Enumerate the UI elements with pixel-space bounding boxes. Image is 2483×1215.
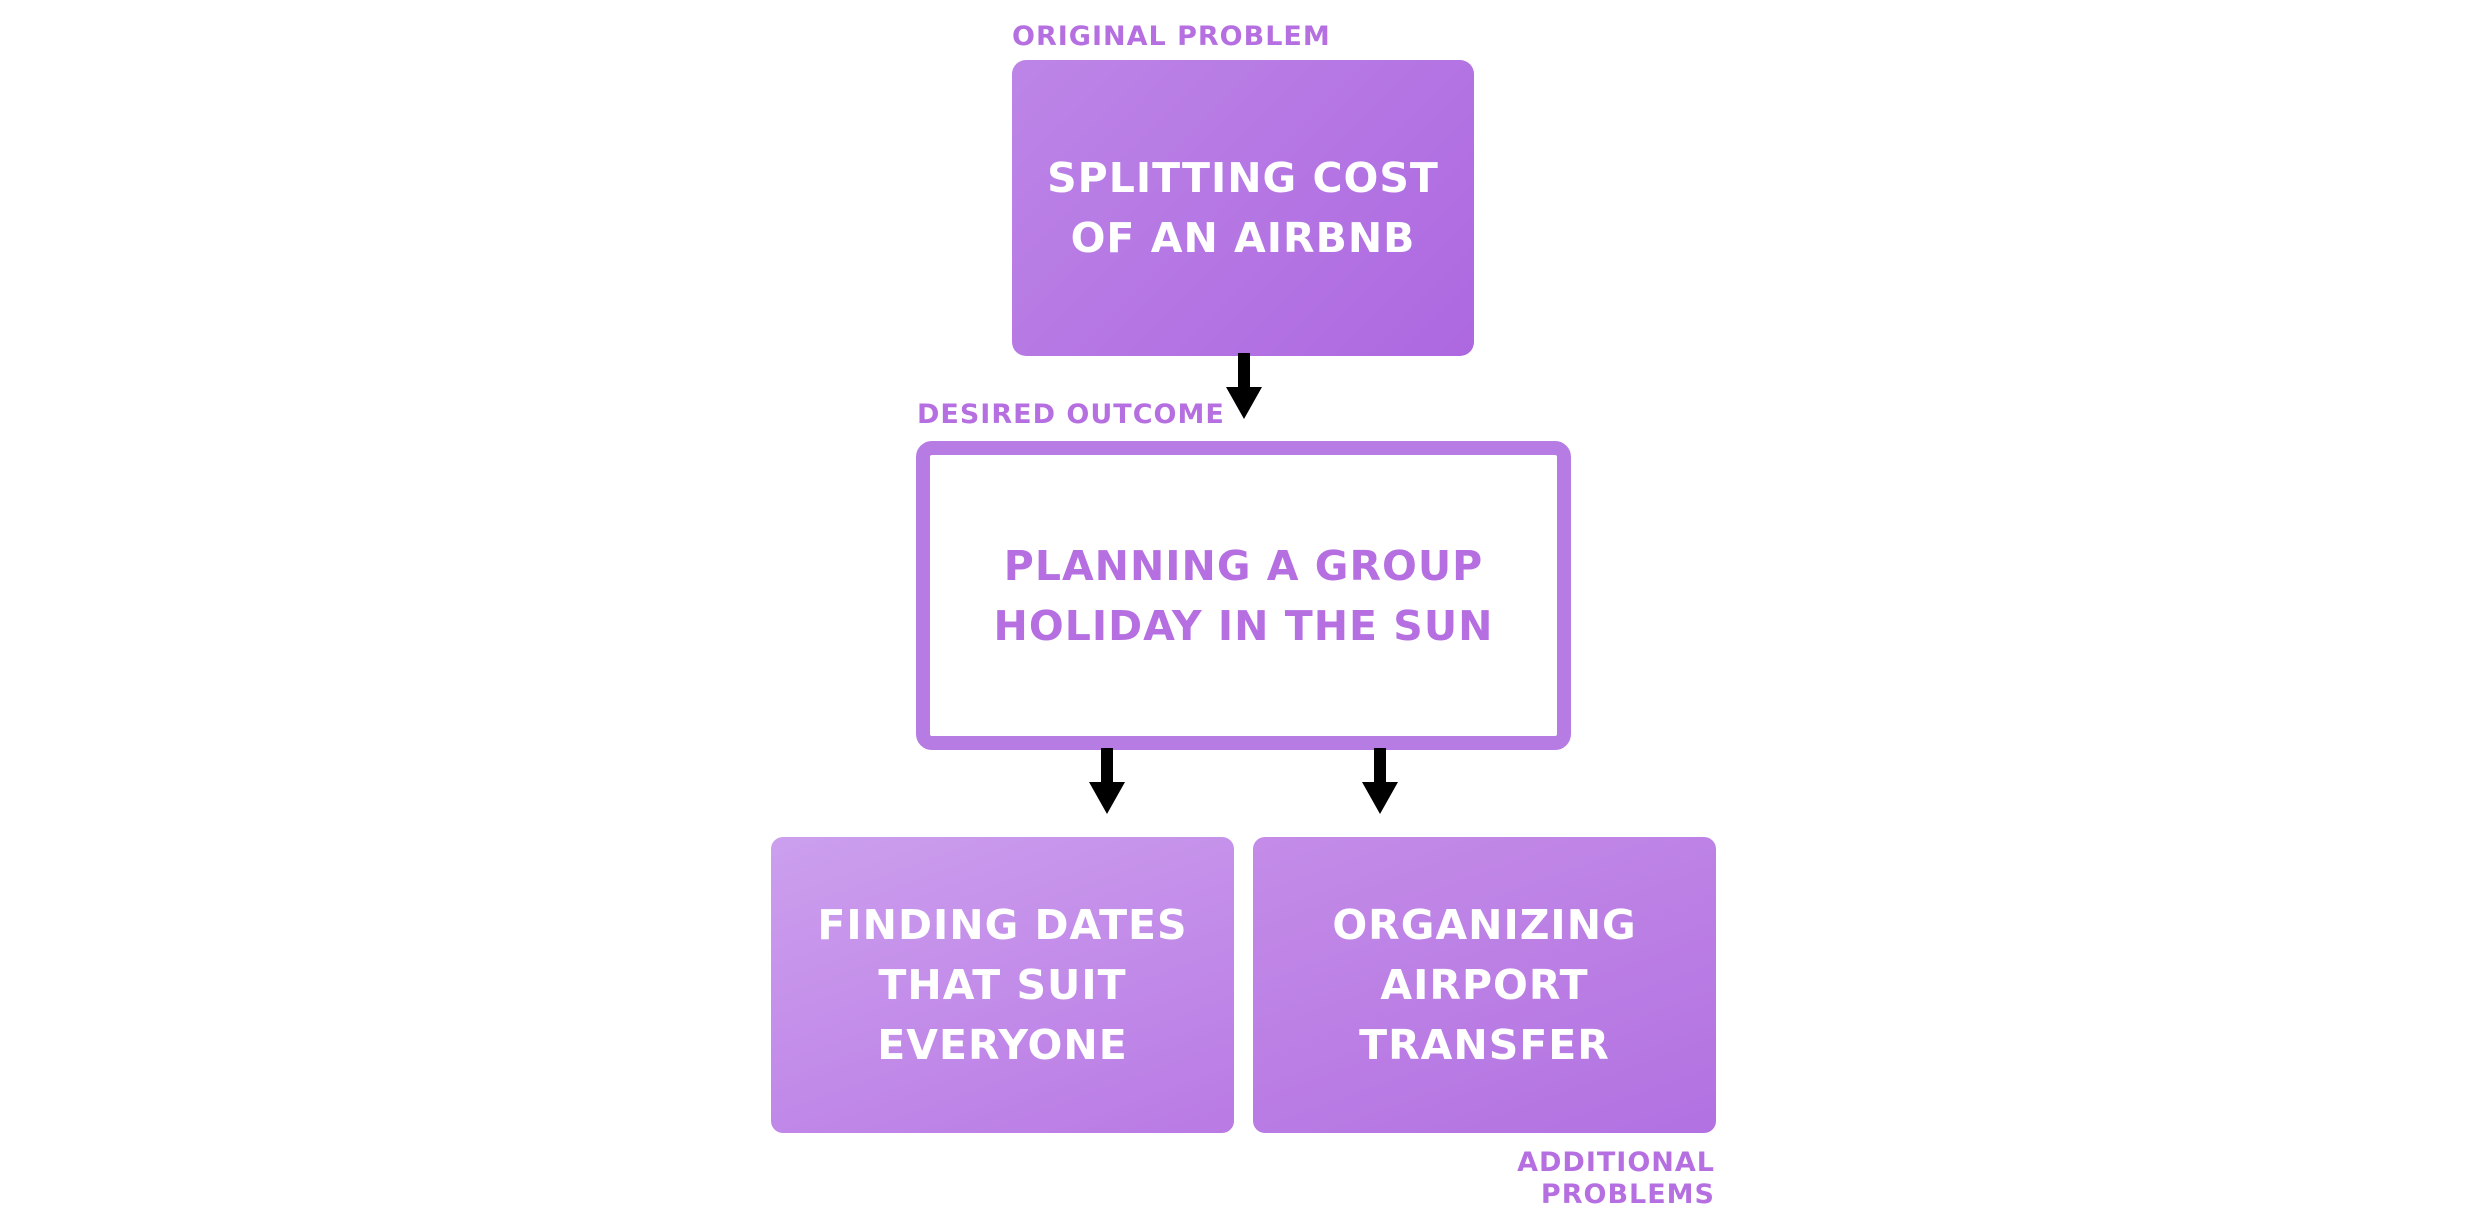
additional-problem-box: ORGANIZING AIRPORT TRANSFER xyxy=(1253,837,1716,1133)
arrow-down-icon xyxy=(1362,748,1398,814)
additional-problems-label: ADDITIONAL PROBLEMS xyxy=(1517,1147,1715,1210)
desired-outcome-label: DESIRED OUTCOME xyxy=(917,399,1225,430)
additional-problem-text: FINDING DATES THAT SUIT EVERYONE xyxy=(817,901,1188,1069)
additional-problem-text: ORGANIZING AIRPORT TRANSFER xyxy=(1332,901,1637,1069)
arrow-down-icon xyxy=(1089,748,1125,814)
desired-outcome-box: PLANNING A GROUP HOLIDAY IN THE SUN xyxy=(916,441,1571,750)
additional-problem-box: FINDING DATES THAT SUIT EVERYONE xyxy=(771,837,1234,1133)
desired-outcome-text: PLANNING A GROUP HOLIDAY IN THE SUN xyxy=(993,541,1494,650)
arrow-down-icon xyxy=(1226,353,1262,419)
original-problem-box: SPLITTING COST OF AN AIRBNB xyxy=(1012,60,1474,356)
original-problem-text: SPLITTING COST OF AN AIRBNB xyxy=(1047,154,1439,262)
original-problem-label: ORIGINAL PROBLEM xyxy=(1012,21,1331,52)
